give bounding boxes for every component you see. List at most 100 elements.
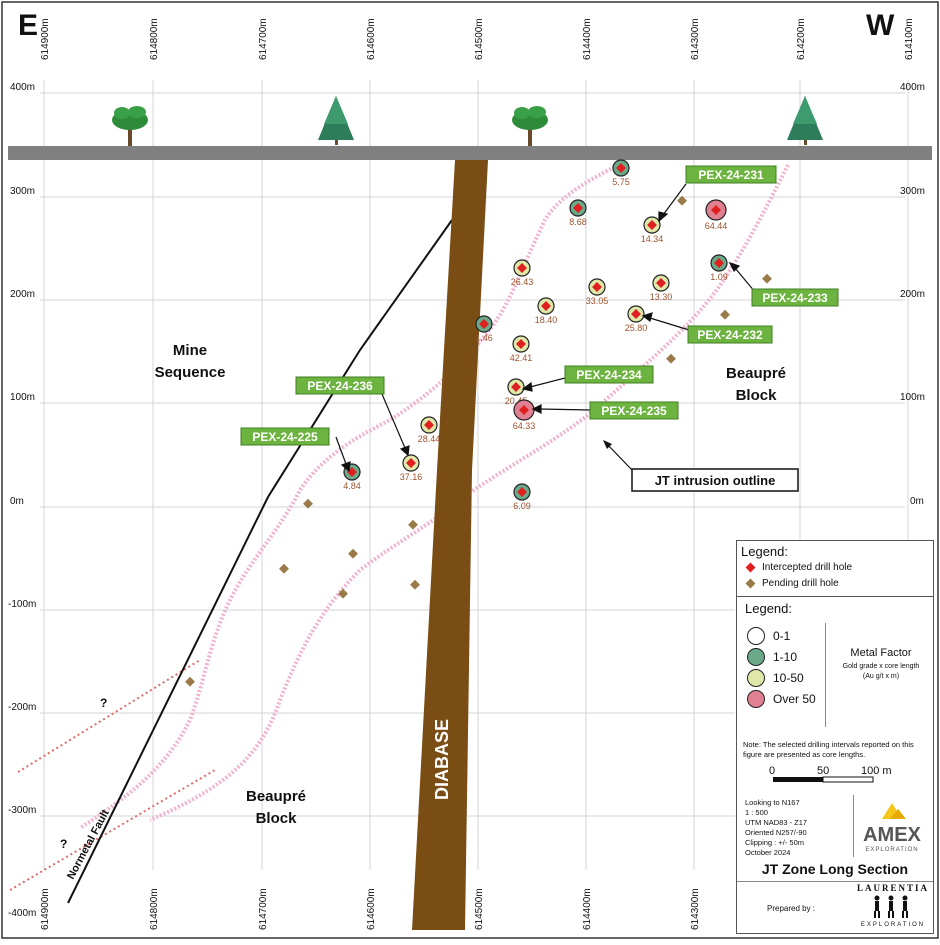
pending-drill-hole (666, 353, 676, 364)
x-tick-label: 614500m (474, 18, 485, 60)
intercept-diamond (516, 339, 526, 349)
metal-factor-value: 13.30 (650, 292, 673, 302)
question-mark: ? (60, 837, 67, 851)
beaupre-block-bottom-label: Beaupré (246, 788, 306, 805)
x-tick-label: 614100m (904, 18, 915, 60)
legend-range-row: 1-10 (747, 648, 797, 666)
hikers-icon (874, 895, 908, 918)
pending-drill-hole (720, 309, 730, 320)
y-tick-label: 200m (10, 289, 35, 300)
legend-range-row: 0-1 (747, 627, 790, 645)
metal-factor-value: 25.80 (625, 323, 648, 333)
drill-hole-marker: 64.44 (705, 199, 727, 231)
hole-tag: PEX-24-232 (687, 325, 773, 344)
x-tick-label: 614300m (690, 888, 701, 930)
drill-hole-marker: 25.80 (625, 305, 648, 333)
hole-tag-box (751, 288, 839, 307)
scale-label-0: 0 (769, 765, 775, 777)
drill-hole-marker: 6.09 (513, 483, 531, 511)
y-axis-left: 400m 300m 200m 100m 0m -100m -200m -300m… (8, 82, 36, 919)
pending-drill-hole (762, 273, 772, 284)
beaupre-block-bottom-label: Block (256, 810, 298, 827)
legend-metal-factor: Legend: 0-1 1-10 10-50 Over 50 Metal Fac… (736, 596, 934, 738)
ground-surface (8, 146, 932, 160)
info-line: 1 : 500 (745, 808, 768, 817)
scale-bar: 0 50 100 m (769, 765, 892, 783)
scale-segment (822, 776, 874, 783)
metal-factor-value: 20.45 (505, 396, 528, 406)
prepared-by-label: Prepared by : (767, 904, 816, 913)
drill-hole-marker: 37.16 (400, 454, 423, 482)
laurentia-subtitle: EXPLORATION (860, 922, 926, 928)
metal-factor-title: Metal Factor (850, 647, 912, 659)
intercept-diamond (517, 263, 527, 273)
x-tick-label: 614800m (149, 888, 160, 930)
x-tick-label: 614600m (366, 18, 377, 60)
beaupre-block-top-label: Beaupré (726, 365, 786, 382)
metal-factor-value: 4.84 (343, 481, 361, 491)
amex-mountain-icon (882, 803, 906, 819)
pending-drill-hole (303, 498, 313, 509)
beaupre-block-top-label: Block (736, 387, 778, 404)
metal-factor-value: 64.33 (513, 421, 536, 431)
info-line: October 2024 (745, 848, 791, 857)
y-tick-label: 100m (900, 392, 925, 403)
note-scale-box: Note: The selected drilling intervals re… (736, 737, 934, 794)
metal-factor-value: 8.68 (569, 217, 587, 227)
x-tick-label: 614900m (40, 888, 51, 930)
deciduous-tree-icon (112, 106, 148, 146)
circle-0-1-icon (747, 627, 765, 645)
info-line: UTM NAD83 - Z17 (745, 818, 808, 827)
callout-arrow (605, 442, 633, 471)
y-tick-label: 300m (900, 186, 925, 197)
pending-drill-hole (677, 195, 687, 206)
intrusion-callout-label: JT intrusion outline (655, 473, 776, 488)
intercept-diamond (573, 203, 583, 213)
note-text: Note: The selected drilling intervals re… (743, 740, 914, 759)
laurentia-wordmark: LAURENTIA (856, 883, 929, 893)
x-axis-top: 614900m 614800m 614700m 614600m 614500m … (40, 18, 915, 60)
y-tick-label: 300m (10, 186, 35, 197)
hole-tag-box (685, 165, 777, 184)
x-tick-label: 614300m (690, 18, 701, 60)
info-lines: Looking to N167 1 : 500 UTM NAD83 - Z17 … (745, 798, 807, 858)
y-tick-label: 100m (10, 392, 35, 403)
amex-subtitle: EXPLORATION (865, 847, 919, 853)
info-line: Clipping : +/- 50m (745, 838, 804, 847)
hole-tag-box (589, 401, 679, 420)
scale-label-50: 50 (817, 765, 829, 777)
y-tick-label: 400m (10, 82, 35, 93)
circle-1-10-icon (747, 648, 765, 666)
y-tick-label: 0m (910, 496, 924, 507)
x-tick-label: 614500m (474, 888, 485, 930)
normetal-fault-line (67, 219, 453, 904)
legend-row-intercepted: Intercepted drill hole (745, 562, 852, 573)
mine-sequence-label: Sequence (155, 364, 226, 381)
x-tick-label: 614700m (258, 888, 269, 930)
intercept-diamond (647, 220, 657, 230)
y-tick-label: -400m (8, 908, 36, 919)
y-tick-label: 0m (10, 496, 24, 507)
x-tick-label: 614900m (40, 18, 51, 60)
drill-hole-marker: 33.05 (586, 278, 608, 306)
legend-pending-label: Pending drill hole (762, 578, 839, 589)
intercept-diamond (541, 301, 551, 311)
hole-tag-label: PEX-24-232 (697, 328, 763, 342)
scale-segment (773, 777, 823, 782)
legend-range-row: Over 50 (747, 690, 816, 708)
hole-tag-box (295, 376, 385, 395)
intercept-diamond (511, 382, 521, 392)
x-tick-label: 614800m (149, 18, 160, 60)
intercept-diamond (517, 487, 527, 497)
inferred-contact-line (9, 659, 216, 891)
hole-tag: PEX-24-231 (685, 165, 777, 184)
arrowhead (603, 440, 612, 449)
legend-drill-holes: Legend: Intercepted drill hole Pending d… (736, 540, 934, 597)
scale-label-100: 100 m (861, 765, 892, 777)
question-mark: ? (100, 696, 107, 710)
tag-arrows (335, 183, 756, 473)
metal-factor-value: 37.16 (400, 472, 423, 482)
drill-hole-marker: 26.43 (511, 259, 533, 287)
